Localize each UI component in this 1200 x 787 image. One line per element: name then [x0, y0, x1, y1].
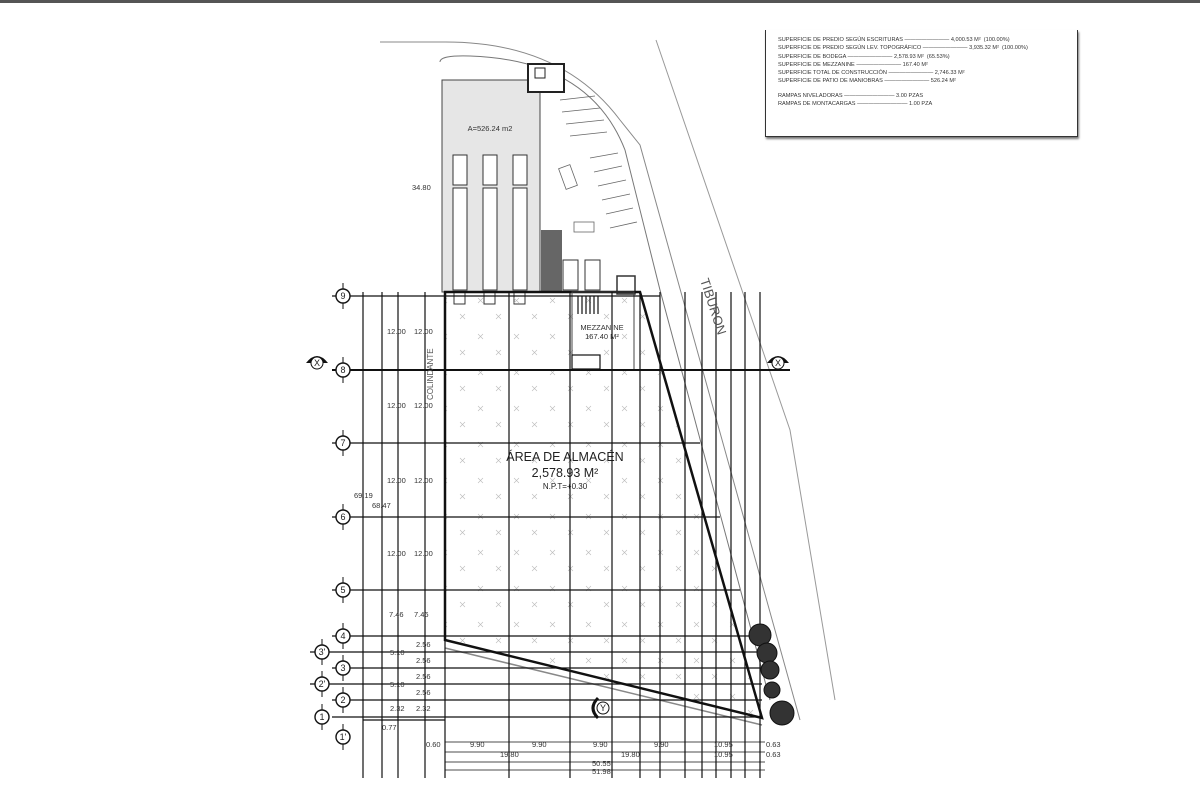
axis-bubbles: 9 8 7 6 5 4 3' 3 2' 2 1 1': [314, 283, 351, 750]
dimension-label: 7: [340, 438, 345, 448]
section-marker-y: Y: [591, 696, 610, 720]
dimension-label: 50.55: [592, 759, 611, 768]
dimension-label: 0.63: [766, 750, 781, 759]
dimension-label: 12.00: [414, 476, 433, 485]
dimension-label: 8: [340, 365, 345, 375]
dimension-label: 10.95: [714, 740, 733, 749]
dimension-label: 7.46: [389, 610, 404, 619]
dimension-label: 2.32: [416, 704, 431, 713]
guardhouse: [527, 63, 565, 93]
axis-bubble-5: 5: [335, 577, 351, 603]
dimensions: 34.80 12.00 12.00 12.00 12.00 12.00 12.00 1…: [354, 183, 781, 776]
axis-bubble-9: 9: [335, 283, 351, 309]
dimension-label: 34.80: [412, 183, 431, 192]
warehouse-area: 2,578.93 M²: [532, 466, 599, 480]
dimension-label: 3: [340, 663, 345, 673]
dimension-label: 9.90: [532, 740, 547, 749]
warehouse-outline: [443, 290, 764, 720]
mezzanine-area: 167.40 M²: [585, 332, 619, 341]
dimension-label: 2.56: [416, 672, 431, 681]
dimension-label: 2: [340, 695, 345, 705]
dimension-label: 9: [340, 291, 345, 301]
warehouse-level: N.P.T=+0.30: [543, 482, 588, 491]
axis-bubble-3p: 3': [314, 639, 330, 665]
top-border: [0, 0, 1200, 3]
dimension-label: 12.00: [414, 401, 433, 410]
dimension-label: 2.56: [416, 688, 431, 697]
dimension-label: 19.80: [621, 750, 640, 759]
dimension-label: 12.00: [387, 327, 406, 336]
axis-bubble-1p: 1': [335, 724, 351, 750]
dimension-label: 12.00: [414, 327, 433, 336]
section-marker-x-right: X: [767, 356, 789, 370]
trucks: [452, 154, 528, 305]
axis-bubble-7: 7: [335, 430, 351, 456]
dimension-label: 51.98: [592, 767, 611, 776]
summary-row: SUPERFICIE DE MEZZANINE ———————— 167.40 …: [778, 61, 928, 68]
dimension-label: 19.80: [500, 750, 519, 759]
dimension-label: 5.10: [390, 648, 405, 657]
dimension-label: 0.60: [426, 740, 441, 749]
neighbor-label: COLINDANTE: [426, 348, 435, 400]
mezzanine-label: MEZZANINE: [580, 323, 623, 332]
summary-row: SUPERFICIE TOTAL DE CONSTRUCCIÓN ———————…: [778, 70, 965, 77]
dimension-label: 5.10: [390, 680, 405, 689]
ramp-row: RAMPAS DE MONTACARGAS ————————— 1.00 PZA: [778, 101, 933, 108]
axis-bubble-1: 1: [314, 704, 330, 730]
dimension-label: 12.00: [414, 549, 433, 558]
summary-row: SUPERFICIE DE PATIO DE MANIOBRAS ———————…: [778, 78, 956, 85]
axis-bubble-2p: 2': [314, 671, 330, 697]
parking-stalls: [558, 95, 638, 233]
dimension-label: 68.47: [372, 501, 391, 510]
dimension-label: 69.19: [354, 491, 373, 500]
restrooms: [562, 259, 636, 295]
summary-row: SUPERFICIE DE PREDIO SEGÚN ESCRITURAS ——…: [778, 37, 1010, 43]
dimension-label: 2.56: [416, 640, 431, 649]
axis-bubble-6: 6: [335, 504, 351, 530]
dimension-label: 6: [340, 512, 345, 522]
warehouse-title: ÁREA DE ALMACÉN: [506, 449, 623, 464]
dimension-label: 4: [340, 631, 345, 641]
dimension-label: 2.56: [416, 656, 431, 665]
dimension-label: Y: [600, 703, 606, 713]
axis-bubble-3: 3: [335, 655, 351, 681]
structural-grid: [310, 292, 790, 778]
dimension-label: 12.00: [387, 476, 406, 485]
section-marker-x-left: X: [306, 356, 328, 370]
dimension-label: X: [314, 358, 320, 368]
dimension-label: X: [775, 358, 781, 368]
dimension-label: 5: [340, 585, 345, 595]
axis-bubble-4: 4: [335, 623, 351, 649]
dimension-label: 2.32: [390, 704, 405, 713]
summary-row: SUPERFICIE DE PREDIO SEGÚN LEV. TOPOGRÁF…: [778, 45, 1028, 52]
axis-bubble-2: 2: [335, 687, 351, 713]
axis-bubble-8: 8: [335, 357, 351, 383]
dimension-label: 12.00: [387, 401, 406, 410]
trees: [748, 623, 795, 726]
dimension-label: 1': [340, 732, 347, 742]
dimension-label: 1: [319, 712, 324, 722]
dimension-label: 0.63: [766, 740, 781, 749]
dimension-label: 0.77: [382, 723, 397, 732]
ramp-row: RAMPAS NIVELADORAS ————————— 3.00 PZAS: [778, 92, 924, 99]
dimension-label: 10.95: [714, 750, 733, 759]
dimension-label: 2': [319, 679, 326, 689]
dimension-label: 7.46: [414, 610, 429, 619]
dimension-label: 3': [319, 647, 326, 657]
summary-row: SUPERFICIE DE BODEGA ———————— 2,578.93 M…: [778, 53, 950, 60]
dimension-label: 12.00: [387, 549, 406, 558]
ramp: [541, 230, 562, 292]
dimension-label: 9.90: [593, 740, 608, 749]
dimension-label: 9.90: [470, 740, 485, 749]
area-summary-table: SUPERFICIE DE PREDIO SEGÚN ESCRITURAS ——…: [765, 30, 1078, 137]
patio-area-label: A=526.24 m2: [468, 124, 513, 133]
dimension-label: 9.90: [654, 740, 669, 749]
